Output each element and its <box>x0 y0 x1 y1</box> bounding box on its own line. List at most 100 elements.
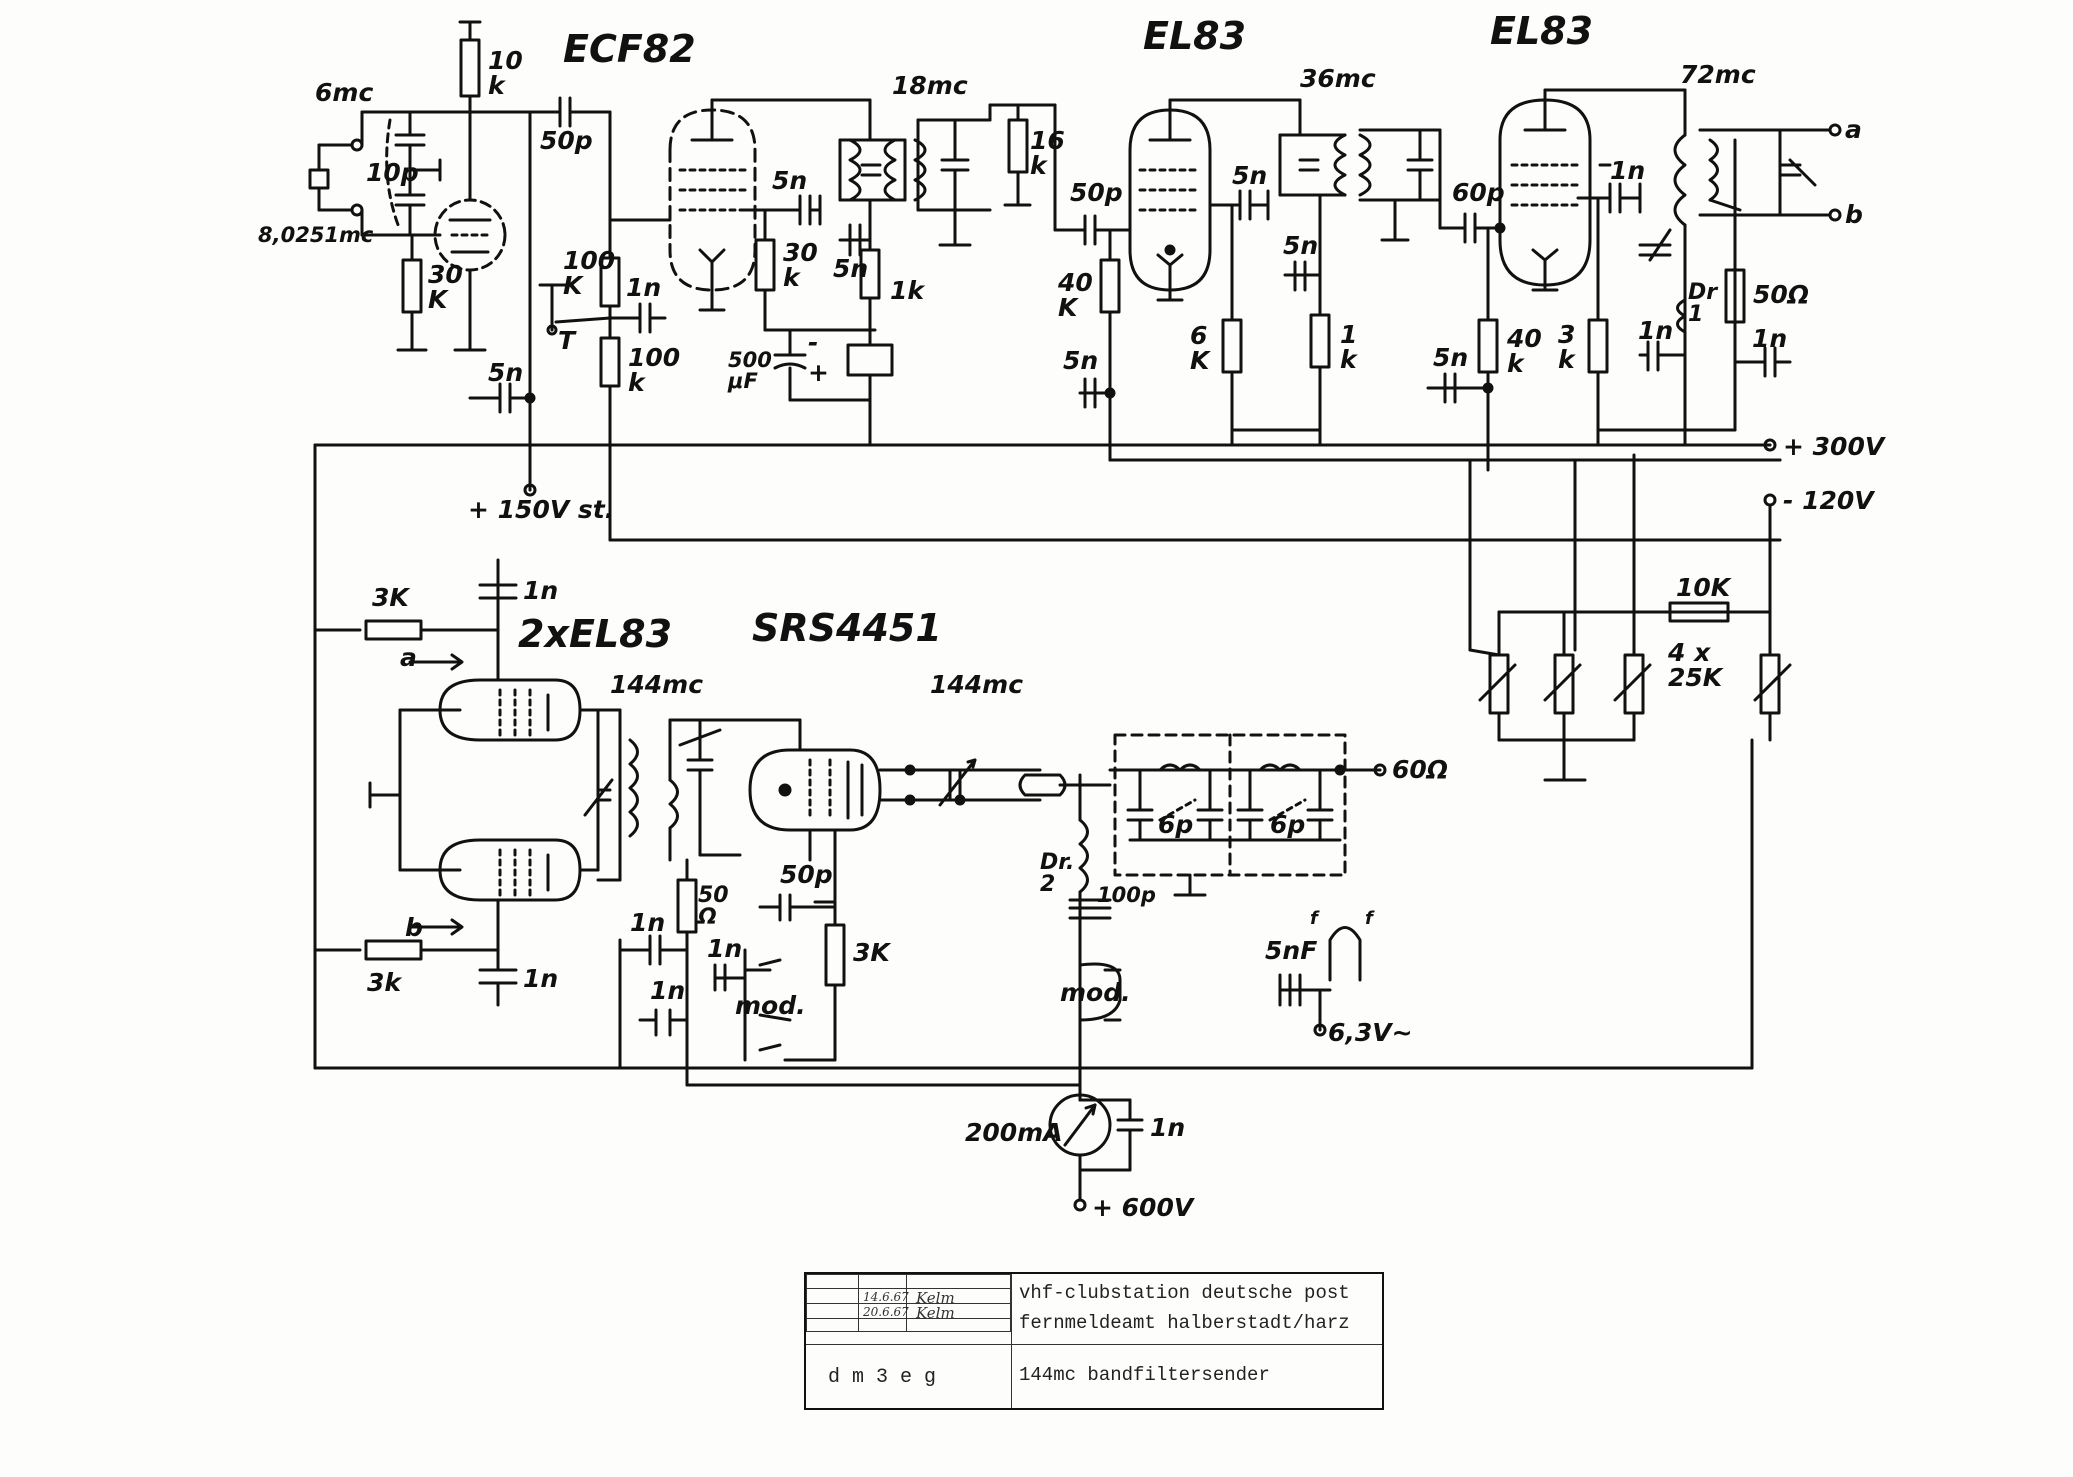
resistor-100k-b-label: 100 k <box>628 343 681 397</box>
resistor-3k-d-label: 3K <box>853 938 890 967</box>
pa-stage-srs4451 <box>618 718 1122 1102</box>
freq-label-144mc-driver: 144mc <box>610 670 704 699</box>
revision-signature-2: Kelm <box>916 1304 955 1322</box>
capacitor-6p-b-label: 6p <box>1270 810 1306 839</box>
capacitor-1n-b-label: 1n <box>1610 156 1646 185</box>
capacitor-1n-e-label: 1n <box>523 576 559 605</box>
capacitor-5n-f-label: 5n <box>1433 343 1469 372</box>
capacitor-1n-f-label: 1n <box>523 964 559 993</box>
bias-potentiometers <box>1468 453 1792 1070</box>
resistor-1k-b-label: 1 k <box>1340 320 1358 374</box>
supply-plus-600v-label: + 600V <box>1092 1193 1194 1222</box>
key-t-label: T <box>558 326 576 355</box>
plate-current-meter <box>313 1066 1754 1212</box>
capacitor-1n-meter-label: 1n <box>1150 1113 1186 1142</box>
capacitor-1n-d-label: 1n <box>1752 324 1788 353</box>
supply-minus-120v-label: - 120V <box>1783 486 1874 515</box>
capacitor-100p-label: 100p <box>1097 883 1156 907</box>
ecf82-pentode <box>608 98 877 332</box>
freq-label-18mc: 18mc <box>892 71 968 100</box>
crystal-symbol <box>308 168 330 190</box>
resistor-100k-a-label: 100 K <box>563 246 616 300</box>
bandfilter-36mc <box>1230 98 1502 432</box>
output-terminal-a: a <box>1845 115 1862 144</box>
resistor-40k-b-label: 40 k <box>1507 324 1542 378</box>
revision-date-2: 20.6.67 <box>863 1305 909 1319</box>
capacitor-1n-h-label: 1n <box>650 976 686 1005</box>
resistor-3k-a-label: 3 k <box>1558 320 1576 374</box>
bandfilter-18mc <box>773 98 1112 442</box>
capacitor-6p-a-label: 6p <box>1158 810 1194 839</box>
polarity-plus-label: + <box>808 358 829 387</box>
resistor-10k-label: 10 k <box>488 46 523 100</box>
el83-stage-2 <box>1426 88 1842 472</box>
capacitor-1n-a-label: 1n <box>626 273 662 302</box>
capacitor-1n-g-label: 1n <box>630 908 666 937</box>
capacitor-5n-e-label: 5n <box>1283 231 1319 260</box>
resistor-10k-b-label: 10K <box>1676 573 1731 602</box>
choke-dr1-label: Dr 1 <box>1688 280 1718 327</box>
title-line-office: fernmeldeamt halberstadt/harz <box>1019 1312 1350 1334</box>
tube-label-srs4451: SRS4451 <box>752 606 942 650</box>
resistor-30k-b-label: 30 k <box>783 238 818 292</box>
capacitor-5n-osc-label: 5n <box>488 358 524 387</box>
freq-label-72mc: 72mc <box>1680 60 1756 89</box>
resistor-3k-c-label: 3k <box>367 968 402 997</box>
resistor-16k-label: 16 k <box>1030 126 1065 180</box>
resistor-6k-label: 6 K <box>1190 321 1210 375</box>
filament-label-f-a: f <box>1310 908 1318 929</box>
resistor-1k-a-label: 1k <box>890 276 925 305</box>
tube-label-el83-2: EL83 <box>1490 9 1594 53</box>
polarity-minus-label: - <box>808 328 819 357</box>
tube-label-el83-1: EL83 <box>1143 14 1247 58</box>
driver-input-b: b <box>405 913 423 942</box>
revision-date-1: 14.6.67 <box>863 1290 909 1304</box>
supply-plus-150v-label: + 150V st. <box>468 495 615 524</box>
resistor-30k-osc-label: 30 K <box>428 260 463 314</box>
capacitor-500uf-label: 500 μF <box>728 348 772 393</box>
capacitor-5n-g2-label: 5n <box>772 166 808 195</box>
filament-supply <box>1278 926 1362 1037</box>
freq-label-6mc: 6mc <box>315 78 374 107</box>
driver-stage-2x-el83 <box>313 443 639 1070</box>
supply-plus-300v-label: + 300V <box>1783 432 1885 461</box>
crystal-frequency-label: 8,0251mc <box>258 223 374 247</box>
resistor-40k-a-label: 40 K <box>1058 268 1093 322</box>
capacitor-50p-label: 50p <box>540 126 593 155</box>
capacitor-1n-c-label: 1n <box>1638 316 1674 345</box>
output-terminal-b: b <box>1845 200 1863 229</box>
capacitor-10p-label: 10p <box>366 158 419 187</box>
power-rails <box>313 428 1782 614</box>
crystal-oscillator-stage <box>308 20 612 497</box>
modulation-label-a: mod. <box>735 991 806 1020</box>
resistor-50ohm-b-label: 50 Ω <box>698 883 729 930</box>
drawing-title: 144mc bandfiltersender <box>1019 1364 1270 1386</box>
antenna-output-60ohm-label: 60Ω <box>1392 755 1449 784</box>
potentiometers-4x25k-label: 4 x 25K <box>1668 638 1723 692</box>
modulation-label-b: mod. <box>1060 978 1131 1007</box>
title-line-organization: vhf-clubstation deutsche post <box>1019 1282 1350 1304</box>
capacitor-5n-b-label: 5n <box>833 254 869 283</box>
output-pi-filters <box>1108 733 1387 897</box>
capacitor-5n-c-label: 5n <box>1063 346 1099 375</box>
freq-label-144mc-pa: 144mc <box>930 670 1024 699</box>
meter-200ma-label: 200mA <box>965 1118 1063 1147</box>
capacitor-60p-label: 60p <box>1452 178 1505 207</box>
choke-dr2-label: Dr. 2 <box>1040 850 1075 897</box>
capacitor-50p-2-label: 50p <box>1070 178 1123 207</box>
resistor-50ohm-a-label: 50Ω <box>1753 280 1810 309</box>
callsign-label: d m 3 e g <box>828 1366 937 1389</box>
driver-input-a: a <box>400 643 417 672</box>
tube-label-ecf82: ECF82 <box>563 27 696 71</box>
capacitor-50p-3-label: 50p <box>780 860 833 889</box>
freq-label-36mc: 36mc <box>1300 64 1376 93</box>
title-block: 14.6.67 20.6.67 Kelm Kelm vhf-clubstatio… <box>804 1272 1384 1410</box>
capacitor-5n-d-label: 5n <box>1232 161 1268 190</box>
capacitor-5nf-label: 5nF <box>1265 936 1318 965</box>
tube-label-2x-el83: 2xEL83 <box>518 612 673 656</box>
resistor-3k-b-label: 3K <box>372 583 409 612</box>
keying-network <box>538 110 1782 542</box>
capacitor-1n-i-label: 1n <box>707 934 743 963</box>
